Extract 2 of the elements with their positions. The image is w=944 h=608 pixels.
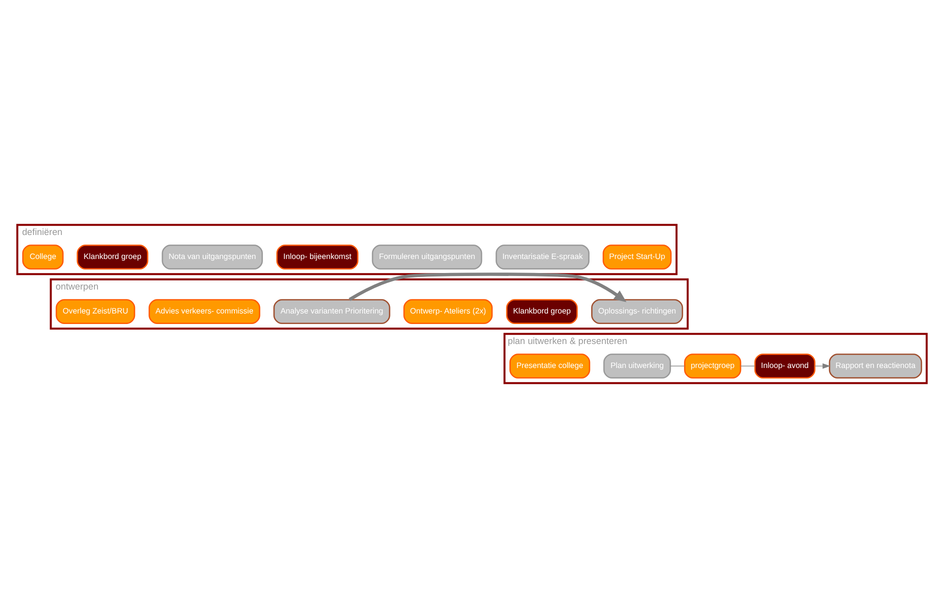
arrow (348, 272, 626, 302)
arrow (814, 363, 830, 369)
